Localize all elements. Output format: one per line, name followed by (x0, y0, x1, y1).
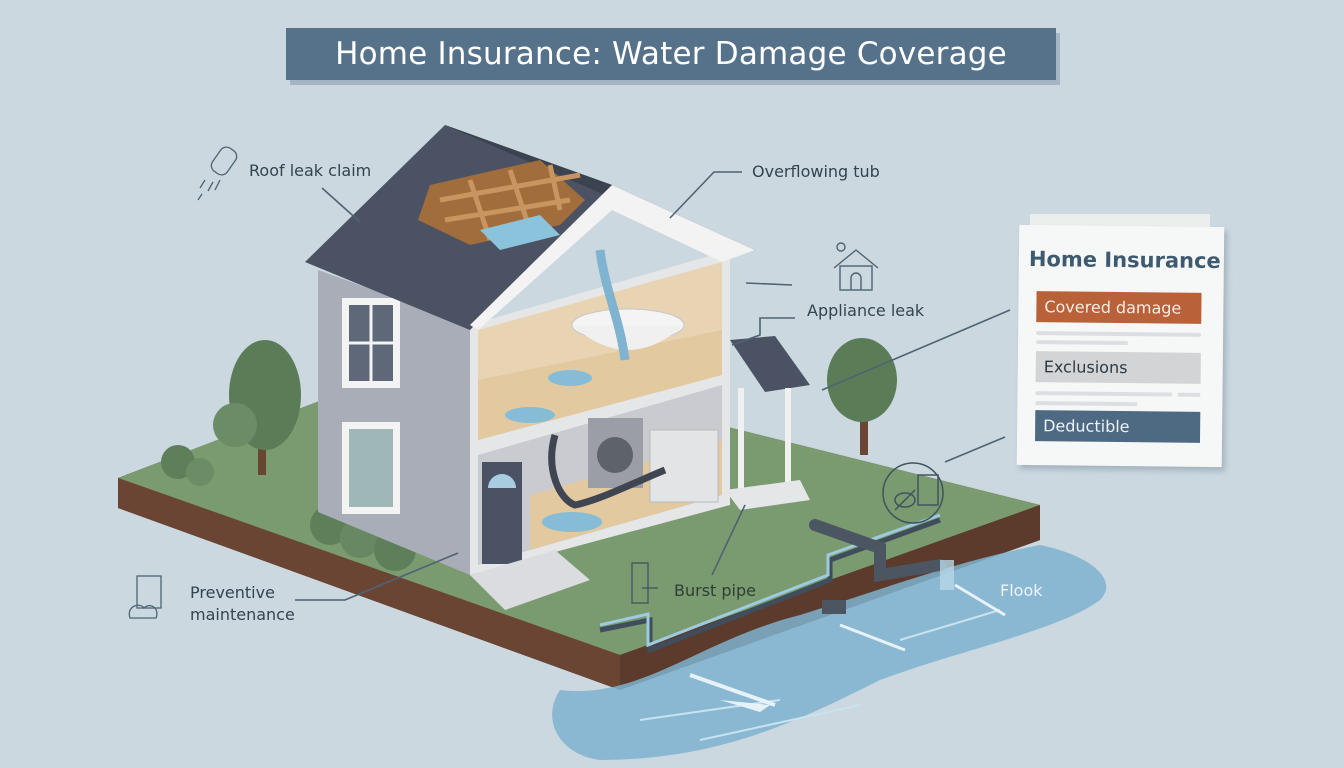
leader-lines (295, 171, 1011, 601)
tree-right (827, 338, 897, 455)
text-line (1036, 331, 1202, 337)
house-icon (833, 242, 879, 291)
roof-leak-icon (197, 146, 238, 201)
sump-pump-icon (882, 462, 944, 524)
covered-damage-section: Covered damage (1036, 291, 1202, 324)
text-line (1036, 340, 1129, 346)
house (305, 125, 810, 610)
deductible-section: Deductible (1034, 410, 1201, 443)
text-line (1035, 401, 1138, 407)
title-banner: Home Insurance: Water Damage Coverage (286, 28, 1056, 80)
preventive-maintenance-label: Preventive maintenance (190, 583, 295, 624)
burst-pipe-label: Burst pipe (674, 581, 756, 600)
roof-leak-label: Roof leak claim (249, 161, 372, 180)
burst-pipe (809, 519, 954, 614)
flood-water (552, 545, 1107, 760)
tree-left (161, 340, 301, 486)
pipe-panel-icon (631, 562, 658, 604)
policy-document-title: Home Insurance (1028, 247, 1221, 274)
appliance-leak-label: Appliance leak (807, 301, 925, 320)
text-line (1035, 391, 1173, 397)
overflowing-tub-label: Overflowing tub (752, 162, 880, 181)
exclusions-section: Exclusions (1035, 351, 1201, 384)
flood-label: Flook (1000, 581, 1043, 600)
policy-document: Home Insurance Covered damage Exclusions… (1016, 224, 1225, 468)
page-title: Home Insurance: Water Damage Coverage (335, 36, 1007, 72)
document-cloud-icon (128, 575, 162, 619)
text-line (1177, 392, 1201, 397)
